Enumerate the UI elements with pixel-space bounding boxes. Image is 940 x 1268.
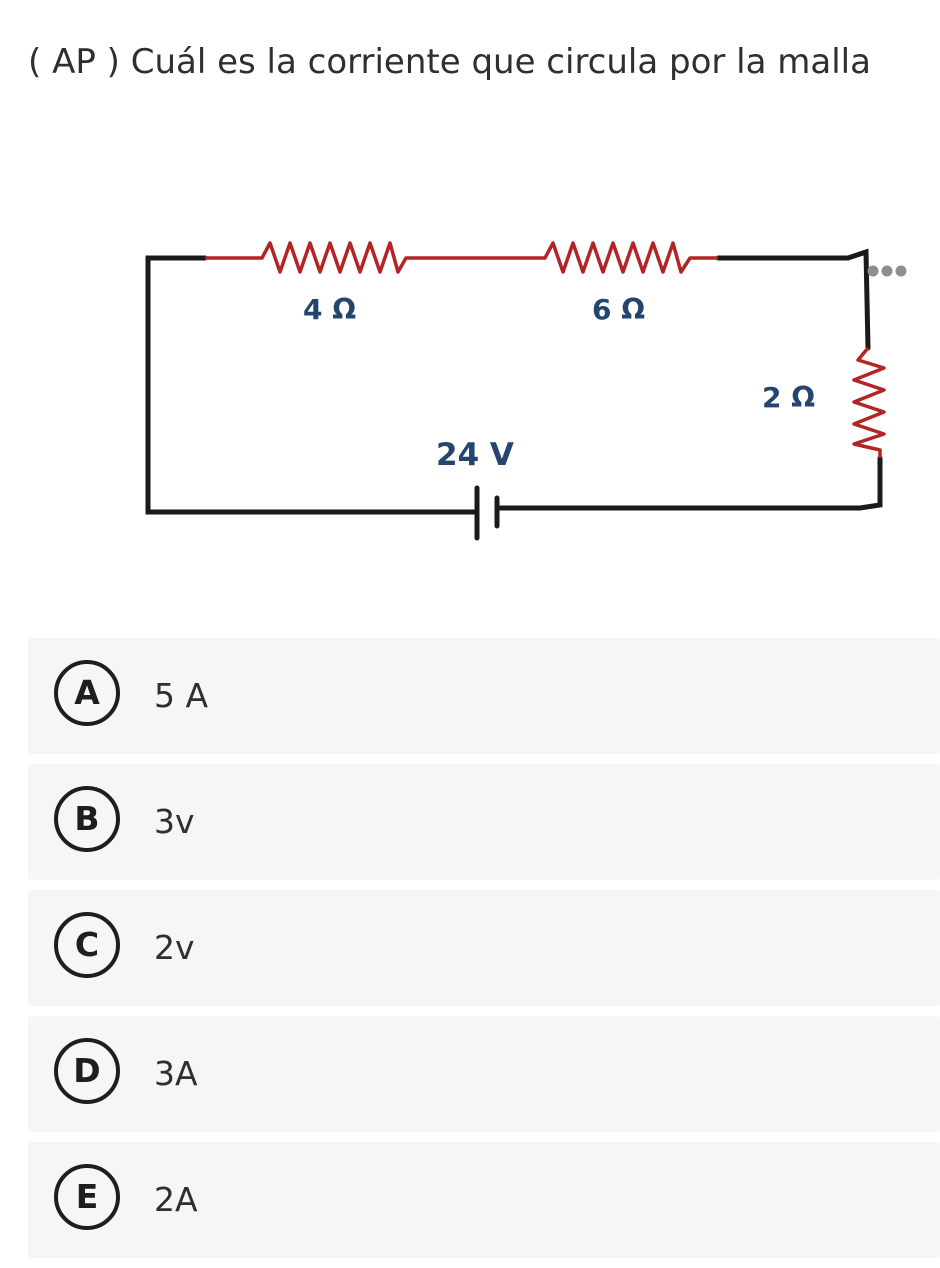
answer-options: A 5 A B 3v C 2v D 3A E 2A — [28, 638, 940, 1268]
option-letter-e: E — [54, 1164, 120, 1230]
option-text-a: 5 A — [154, 676, 209, 715]
resistor-4-ohm — [205, 241, 718, 274]
option-letter-d: D — [54, 1038, 120, 1104]
more-options-icon[interactable] — [866, 264, 910, 278]
option-c[interactable]: C 2v — [28, 890, 940, 1006]
option-letter-b: B — [54, 786, 120, 852]
wire-left — [145, 255, 478, 515]
option-b[interactable]: B 3v — [28, 764, 940, 880]
battery-label: 24 V — [436, 437, 514, 473]
circuit-red-wires — [205, 241, 886, 458]
option-letter-c: C — [54, 912, 120, 978]
option-e[interactable]: E 2A — [28, 1142, 940, 1258]
option-letter-a: A — [54, 660, 120, 726]
question-text: ( AP ) Cuál es la corriente que circula … — [28, 42, 871, 82]
circuit-diagram: 4 Ω 6 Ω 2 Ω 24 V — [0, 200, 940, 580]
circuit-svg: 4 Ω 6 Ω 2 Ω 24 V — [145, 241, 886, 541]
option-text-e: 2A — [154, 1180, 198, 1219]
option-a[interactable]: A 5 A — [28, 638, 940, 754]
resistor-2-label: 2 Ω — [762, 381, 815, 414]
wire-top-right — [715, 248, 871, 351]
resistor-6-label: 6 Ω — [592, 293, 645, 326]
option-text-c: 2v — [154, 928, 195, 967]
battery-symbol — [474, 485, 500, 541]
wire-bottom-right — [497, 455, 883, 511]
option-d[interactable]: D 3A — [28, 1016, 940, 1132]
option-text-b: 3v — [154, 802, 195, 841]
resistor-2-ohm — [852, 346, 886, 458]
option-text-d: 3A — [154, 1054, 198, 1093]
circuit-wires — [145, 248, 883, 515]
resistor-4-label: 4 Ω — [303, 293, 356, 326]
